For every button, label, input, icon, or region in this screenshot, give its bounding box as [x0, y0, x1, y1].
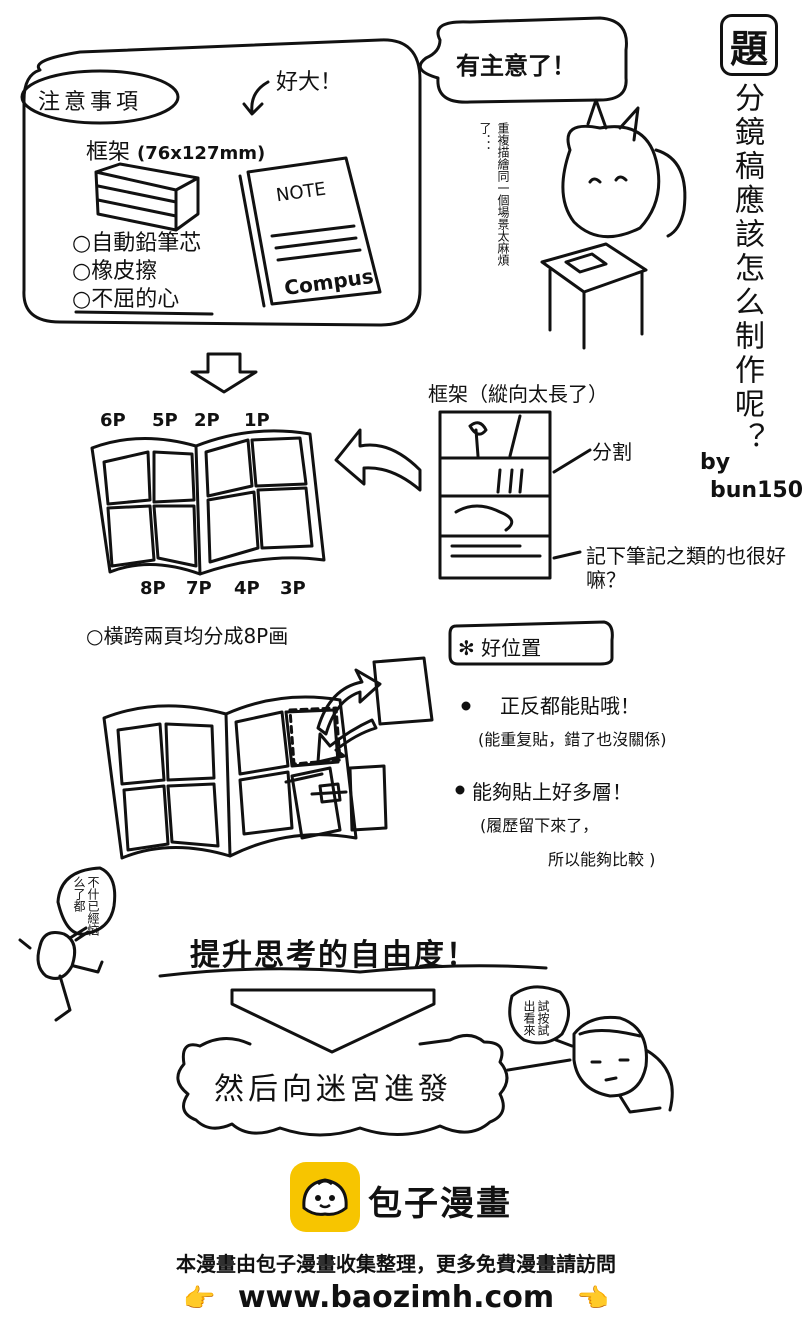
footer-brand: 包子漫畫	[368, 1184, 512, 1224]
vertical-frame-label: 框架（縱向太長了）	[428, 382, 608, 406]
idea-thought: 重複描繪同一個場景太麻煩了．．．	[478, 122, 510, 266]
asterisk-icon: ✻	[458, 636, 475, 660]
page-label: 3P	[280, 578, 306, 599]
notice-heading-oval	[20, 69, 180, 125]
swap-arrow-up	[316, 668, 382, 736]
sticky-note-2	[348, 764, 388, 832]
pointing-right-icon: 👉	[182, 1283, 216, 1314]
vertical-frame-notes: 記下筆記之類的也很好嘛？	[586, 544, 786, 592]
center-down-arrow	[230, 988, 436, 1054]
footer-url-link[interactable]: www.baozimh.com	[237, 1280, 555, 1315]
idea-speech: 有主意了！	[456, 52, 576, 80]
sticky-note-1	[372, 656, 434, 726]
page-label: 4P	[234, 578, 260, 599]
page-label: 7P	[186, 578, 212, 599]
good-point-2: 能夠貼上好多層！	[472, 780, 632, 804]
frame-label: 框架 (76x127mm)	[86, 134, 265, 166]
frame-size: (76x127mm)	[137, 143, 266, 164]
big-note: 好大！	[276, 70, 343, 95]
character-thinking-drawing	[561, 124, 661, 239]
notice-item: ○自動鉛筆芯	[72, 231, 202, 256]
idea-speech-bubble	[418, 16, 628, 104]
good-points-box	[448, 620, 614, 666]
good-point-2-sub: (履歷留下來了，	[480, 816, 599, 835]
pointing-left-icon: 👈	[576, 1283, 610, 1314]
frame-stack-drawing	[94, 162, 200, 232]
swap-arrow-down	[316, 718, 378, 764]
vertical-frame-split: 分割	[592, 440, 632, 464]
manga-spread-top	[90, 429, 326, 576]
notice-item: ○橡皮擦	[72, 259, 158, 284]
character-left-drawing	[36, 931, 77, 980]
title-badge: 題	[720, 14, 778, 76]
author-name: bun150	[710, 478, 803, 503]
frame-label-text: 框架	[86, 140, 131, 165]
freedom-line1: 提升思考的自由度！	[190, 938, 478, 973]
page-label: 1P	[244, 410, 270, 431]
page-label: 2P	[194, 410, 220, 431]
notice-item: ○不屈的心	[72, 287, 180, 312]
manga-spread-bottom	[102, 695, 358, 860]
baozi-icon	[302, 1178, 348, 1216]
left-char-bubble: 不什已經恼么了都	[72, 876, 100, 936]
footer-url-row: 👉 www.baozimh.com 👈	[0, 1280, 792, 1315]
spread-caption: ○橫跨兩頁均分成8P画	[86, 624, 289, 648]
good-point-1: 正反都能貼哦！	[500, 694, 640, 718]
page-label: 8P	[140, 578, 166, 599]
curved-arrow-left	[334, 428, 422, 492]
page-label: 5P	[152, 410, 178, 431]
good-points-heading: ✻ 好位置	[458, 636, 542, 660]
freedom-line2: 然后向迷宮進發	[214, 1072, 452, 1107]
cloud-bubble	[176, 1034, 509, 1137]
down-arrow	[190, 352, 258, 394]
notice-heading: 注意事項	[38, 90, 143, 115]
page-label: 6P	[100, 410, 126, 431]
title-question: 分鏡稿應該怎么制作呢？	[729, 82, 764, 456]
author-prefix: by	[700, 450, 731, 475]
spread-bottom-pages: 8P 7P 4P 3P	[140, 578, 306, 599]
freedom-underline	[158, 964, 548, 978]
notebook-drawing	[246, 156, 382, 306]
character-right-drawing	[572, 1015, 648, 1098]
notice-items: ○自動鉛筆芯 ○橡皮擦 ○不屈的心	[72, 230, 201, 314]
footer-notice: 本漫畫由包子漫畫收集整理，更多免費漫畫請訪問	[176, 1252, 616, 1276]
baozi-logo	[290, 1162, 360, 1232]
good-point-1-sub: (能重复貼，錯了也沒關係)	[478, 730, 667, 749]
right-char-bubble: 試按試出看來	[522, 1000, 550, 1036]
good-point-2-sub2: 所以能夠比較 )	[548, 850, 656, 869]
spread-top-pages: 6P 5P 2P 1P	[100, 410, 270, 431]
